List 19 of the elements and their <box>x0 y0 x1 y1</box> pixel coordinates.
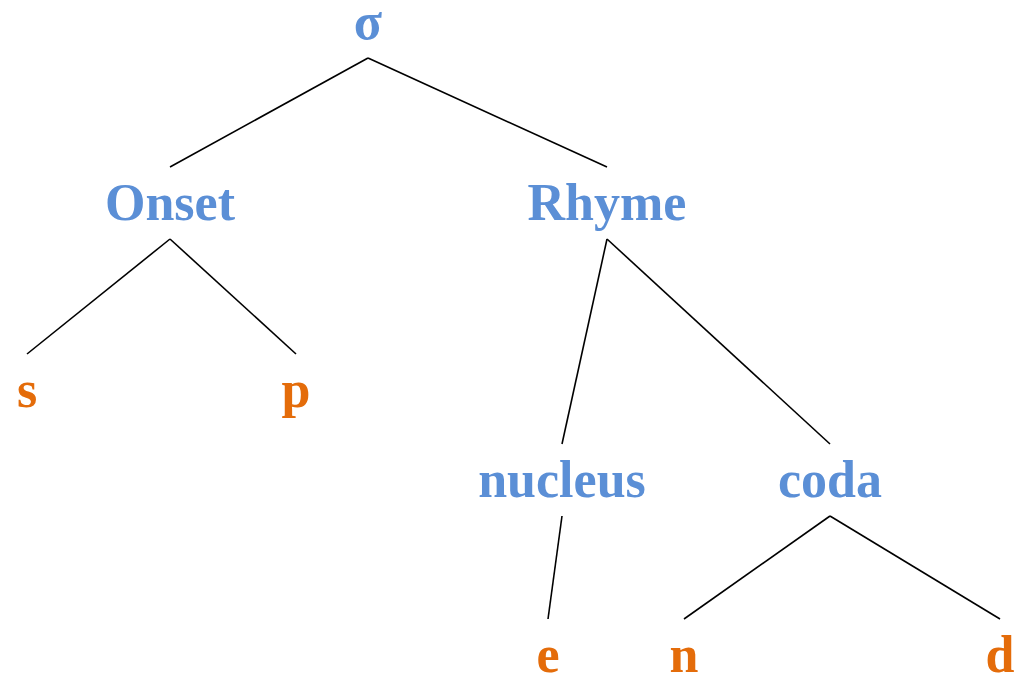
tree-branch-line <box>169 238 297 355</box>
segment-label: e <box>536 629 560 681</box>
tree-branch-line <box>606 238 831 445</box>
tree-branch-line <box>829 515 1001 620</box>
tree-branch-line <box>547 515 563 620</box>
constituent-label: Onset <box>105 177 235 229</box>
segment-label: d <box>985 629 1015 681</box>
segment-label: p <box>281 364 311 416</box>
constituent-label: Rhyme <box>527 177 687 229</box>
tree-branch-line <box>367 57 608 168</box>
segment-label: n <box>669 629 699 681</box>
constituent-label: nucleus <box>478 454 646 506</box>
segment-label: s <box>16 364 38 416</box>
tree-branch-line <box>683 515 831 620</box>
tree-branch-line <box>26 238 171 355</box>
constituent-label: σ <box>353 0 383 48</box>
tree-branch-line <box>169 57 369 168</box>
tree-branch-line <box>561 238 608 445</box>
constituent-label: coda <box>778 454 882 506</box>
